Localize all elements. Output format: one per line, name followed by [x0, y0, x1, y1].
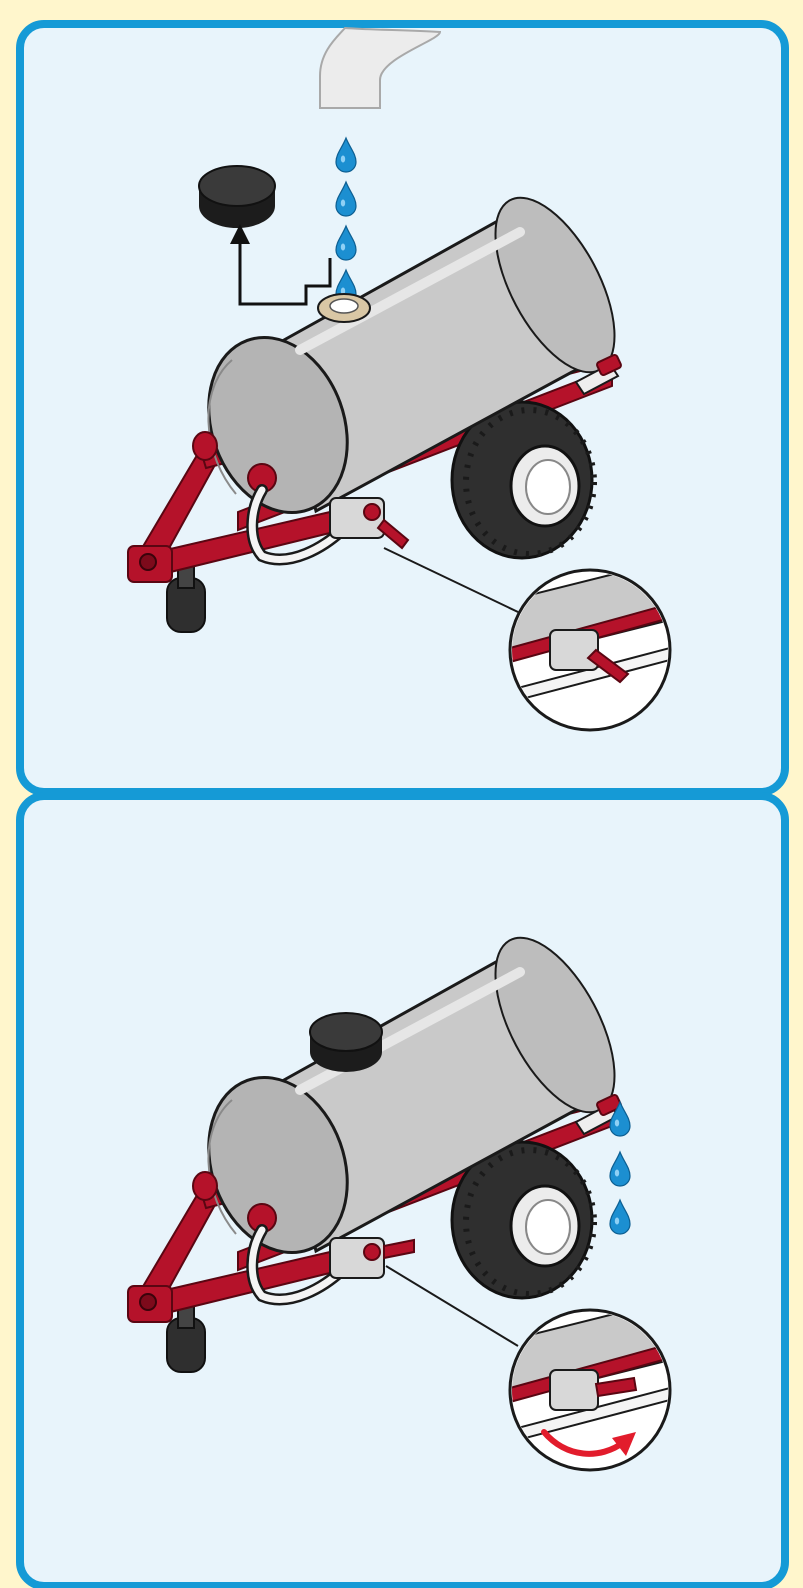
- fill-panel: [20, 24, 785, 792]
- tank-lid-icon: [199, 166, 275, 228]
- filler-opening: [318, 294, 370, 322]
- water-drops: [610, 1102, 630, 1234]
- drain-panel: [20, 796, 785, 1586]
- tank-lid-icon: [310, 1013, 382, 1072]
